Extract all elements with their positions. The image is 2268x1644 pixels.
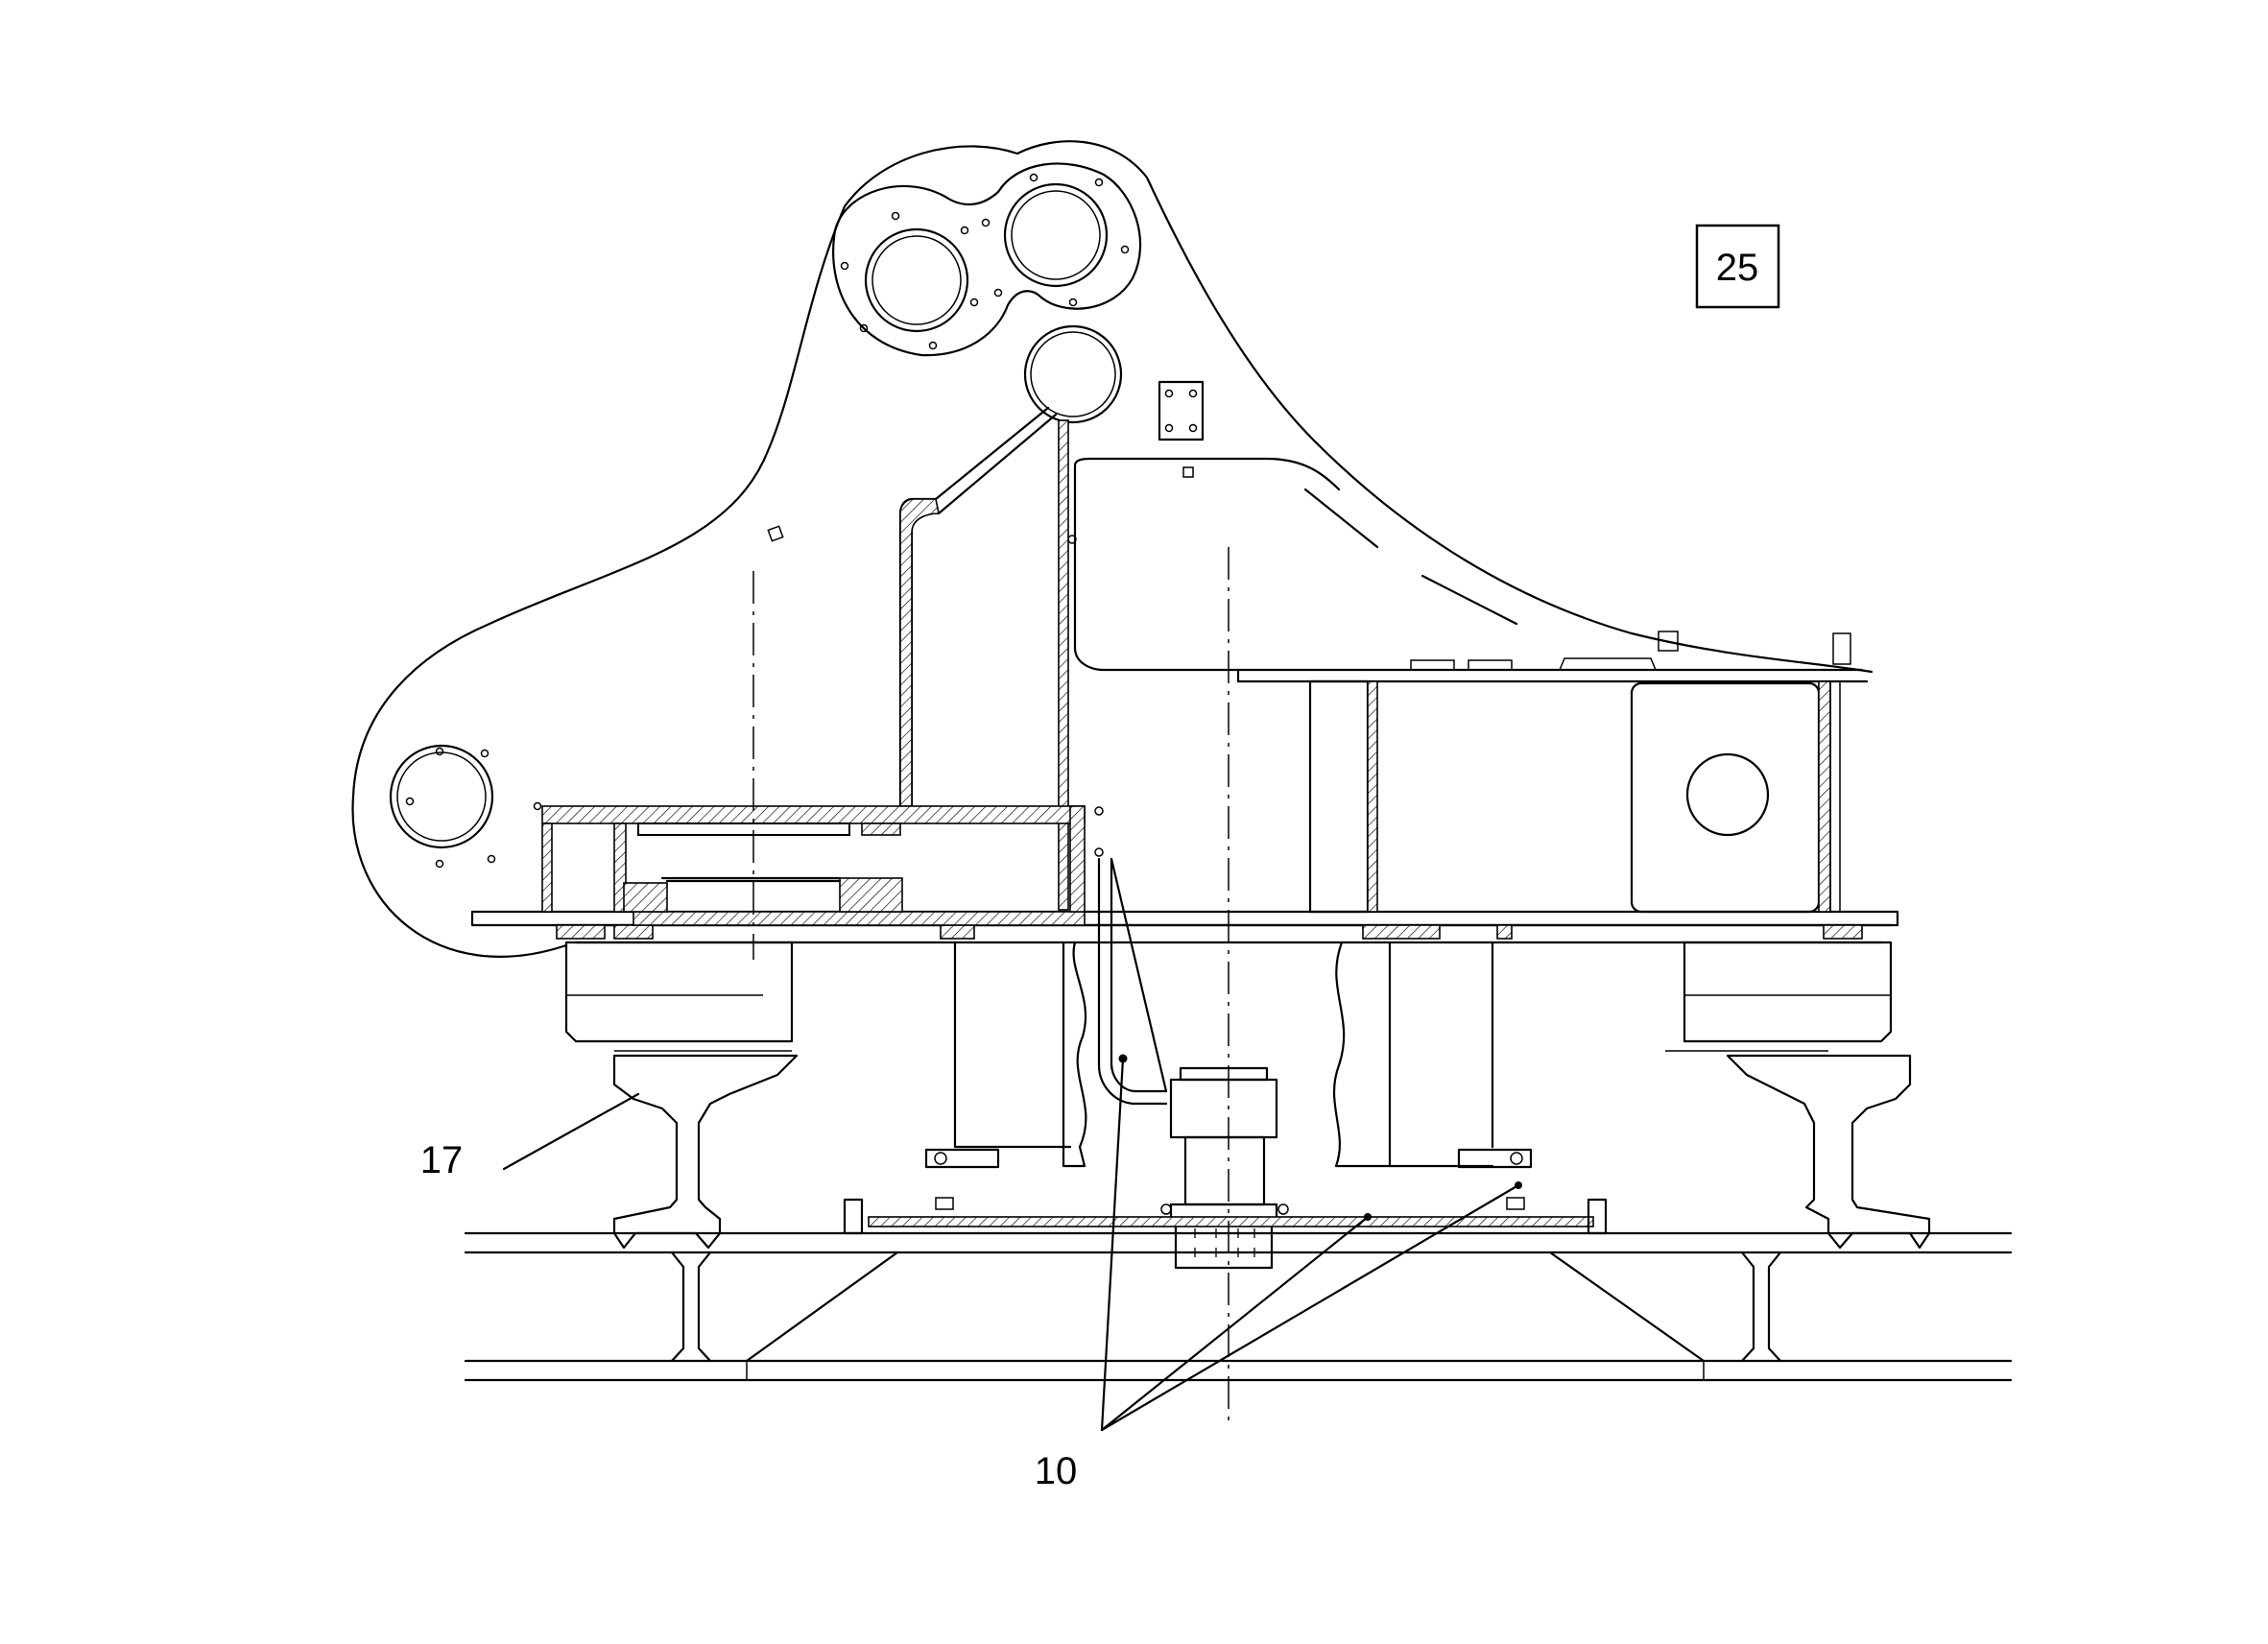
lower-support-plate [843, 1148, 1608, 1235]
right-column [1332, 941, 1494, 1168]
right-rail [1726, 1054, 1931, 1250]
hydraulic-pipe [1097, 857, 1168, 1106]
leader-lines [502, 1057, 1520, 1432]
base-frame [470, 910, 1899, 940]
center-pump-unit [1160, 1066, 1289, 1270]
figure-number: 25 [1716, 247, 1759, 289]
figure-number-box: 25 [1695, 224, 1780, 309]
left-column [953, 941, 1087, 1168]
left-pivot [389, 744, 542, 869]
left-box-section [541, 805, 1104, 913]
right-box-section [1308, 679, 1841, 914]
boom-body [351, 140, 1874, 958]
left-rail [612, 1054, 799, 1250]
centrelines [752, 547, 1229, 1420]
tube-and-arm [898, 324, 1123, 911]
callout-17: 17 [420, 1139, 464, 1181]
track-structure [464, 1231, 2013, 1382]
callout-10: 10 [1035, 1450, 1078, 1492]
top-bearing-plate [767, 162, 1205, 542]
